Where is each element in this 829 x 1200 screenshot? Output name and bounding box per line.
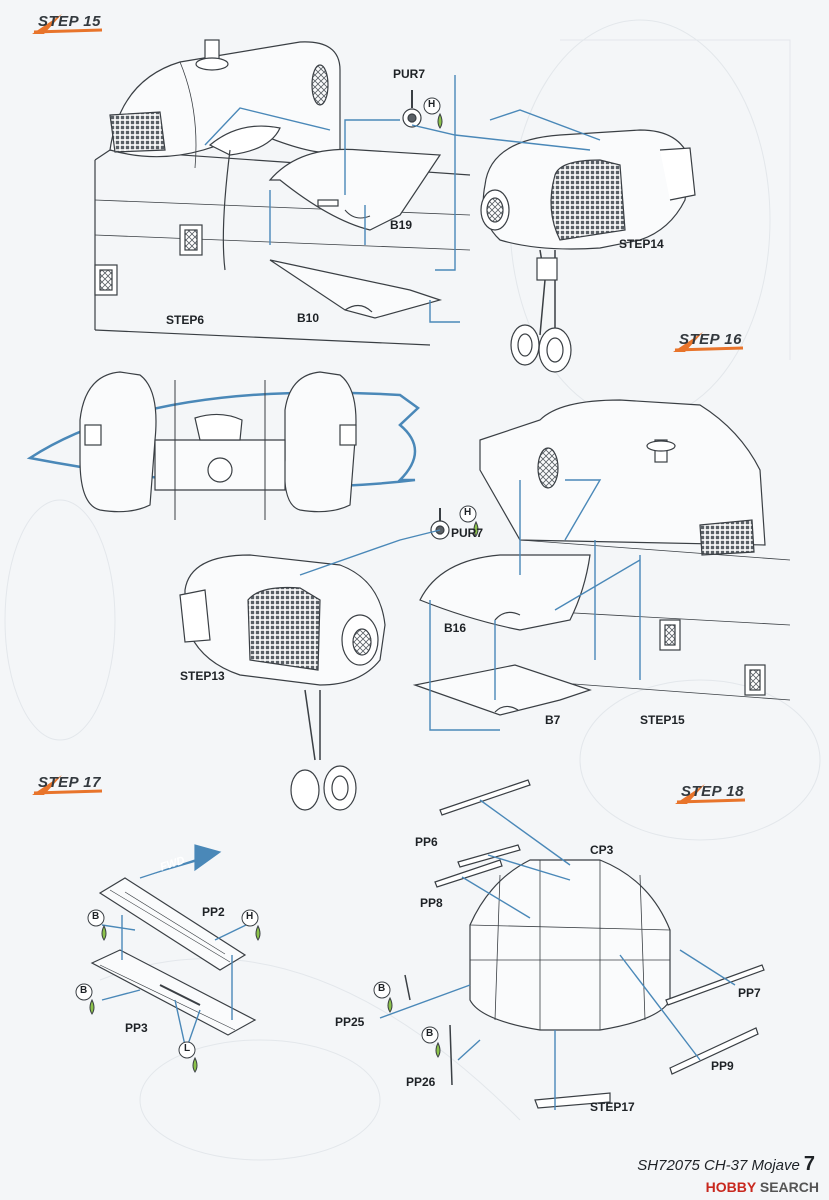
step16-front-view (26, 371, 420, 520)
step-15-text: STEP 15 (38, 13, 101, 30)
ref-step14: STEP14 (619, 237, 664, 251)
part-label-pp25: PP25 (335, 1015, 365, 1029)
marker-b: B (426, 1028, 434, 1039)
step-number: 18 (726, 783, 744, 800)
marker-h: H (246, 911, 254, 922)
marker-b: B (92, 911, 100, 922)
page-number: 7 (803, 1153, 815, 1175)
step17-drawing (90, 844, 257, 1036)
part-label-b19: B19 (390, 218, 413, 232)
part-label-pp8: PP8 (420, 896, 443, 910)
footer-code: SH72075 CH-37 Mojave (637, 1157, 800, 1174)
step-label: STEP (38, 774, 79, 791)
step-16-tag: STEP 16 (673, 330, 753, 352)
part-label-pp9: PP9 (711, 1059, 734, 1073)
ref-step17: STEP17 (590, 1100, 635, 1114)
part-label-pp3: PP3 (125, 1021, 148, 1035)
step-number: 15 (83, 13, 101, 30)
step15-leaders (204, 75, 601, 323)
ref-step15: STEP15 (640, 713, 685, 727)
step-17-text: STEP 17 (38, 774, 101, 791)
step16-drawing (179, 399, 791, 811)
step-18-text: STEP 18 (681, 783, 744, 800)
step-17-tag: STEP 17 (32, 773, 112, 795)
part-label-pur7: PUR7 (393, 67, 426, 81)
step-16-text: STEP 16 (679, 331, 742, 348)
step16-leaders (299, 479, 641, 731)
step18-leaders (379, 799, 736, 1110)
part-label-b7: B7 (545, 713, 561, 727)
part-label-cp3: CP3 (590, 843, 614, 857)
ref-step6: STEP6 (166, 313, 205, 327)
step-label: STEP (38, 13, 79, 30)
step-tag-swash (32, 14, 103, 34)
marker-b: B (80, 985, 88, 996)
step18-drawing (404, 779, 765, 1109)
step-tag-swash (675, 784, 746, 804)
part-label-pp2: PP2 (202, 905, 225, 919)
part-label-pp26: PP26 (406, 1075, 436, 1089)
step-number: 16 (724, 331, 742, 348)
step-15-tag: STEP 15 (32, 12, 112, 34)
marker-l: L (184, 1043, 191, 1054)
step-tag-swash (673, 332, 744, 352)
marker-b: B (378, 983, 386, 994)
ref-step13: STEP13 (180, 669, 225, 683)
watermark-suffix: SEARCH (759, 1179, 819, 1195)
watermark-logo: HOBBY SEARCH (706, 1179, 819, 1195)
step-18-tag: STEP 18 (675, 782, 755, 804)
step15-drawing (94, 39, 696, 373)
part-label-pur7: PUR7 (451, 526, 484, 540)
part-label-b10: B10 (297, 311, 320, 325)
glue-markers (75, 97, 479, 1073)
step-label: STEP (681, 783, 722, 800)
watermark-brand: HOBBY (705, 1179, 756, 1195)
step-number: 17 (83, 774, 101, 791)
marker-h: H (428, 99, 436, 110)
part-label-pp7: PP7 (738, 986, 761, 1000)
marker-h: H (464, 507, 472, 518)
part-label-pp6: PP6 (415, 835, 438, 849)
part-label-b16: B16 (444, 621, 467, 635)
step-tag-swash (32, 775, 103, 795)
step-label: STEP (679, 331, 720, 348)
